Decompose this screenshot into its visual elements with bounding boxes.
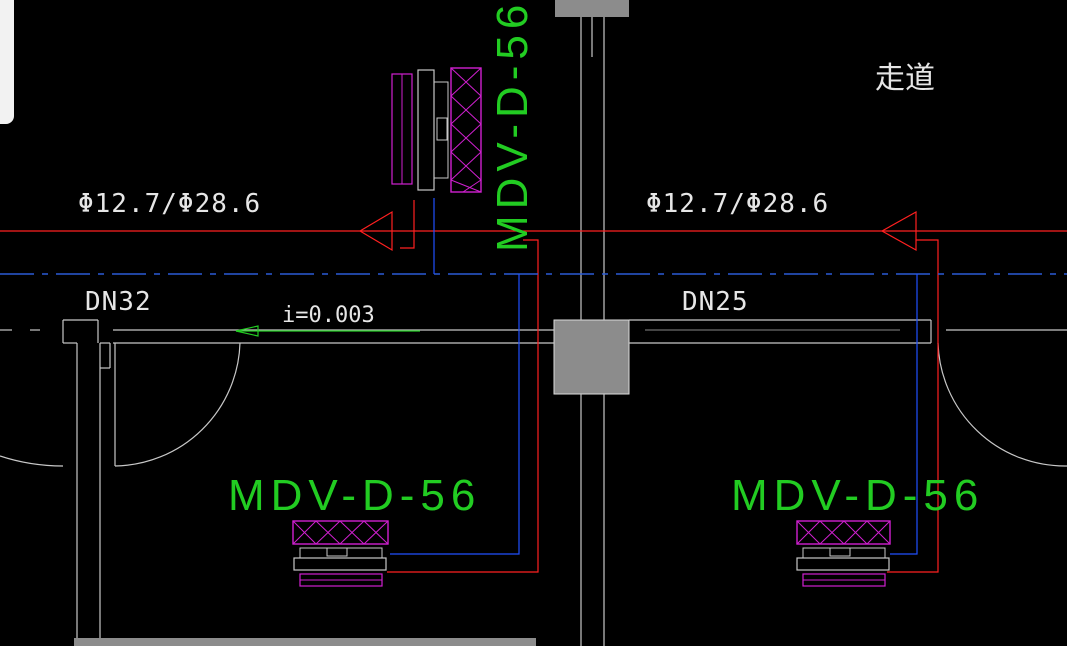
pipe-size-label-right: Φ12.7/Φ28.6: [646, 189, 829, 219]
indoor-unit-left: [292, 520, 389, 587]
unit-model-label-top: MDV-D-56: [488, 0, 537, 252]
slope-arrow-icon: [235, 325, 420, 337]
wall-lines: [0, 17, 1067, 646]
room-name-label: 走道: [875, 61, 935, 96]
condensate-pipe-blue: [390, 198, 918, 555]
unit-model-label-right: MDV-D-56: [731, 471, 984, 520]
wall-bottom: [74, 638, 536, 646]
slope-label: i=0.003: [282, 303, 375, 328]
column-top: [555, 0, 629, 17]
indoor-unit-right: [796, 520, 891, 587]
indoor-unit-top: [391, 67, 482, 193]
drain-size-label-left: DN32: [85, 287, 152, 317]
column-center: [553, 319, 630, 395]
viewport-side-tab[interactable]: [0, 0, 14, 124]
drain-size-label-right: DN25: [682, 287, 749, 317]
refrigerant-pipe-red: [0, 200, 1067, 573]
pipe-size-label-left: Φ12.7/Φ28.6: [78, 189, 261, 219]
unit-model-label-left: MDV-D-56: [228, 471, 481, 520]
